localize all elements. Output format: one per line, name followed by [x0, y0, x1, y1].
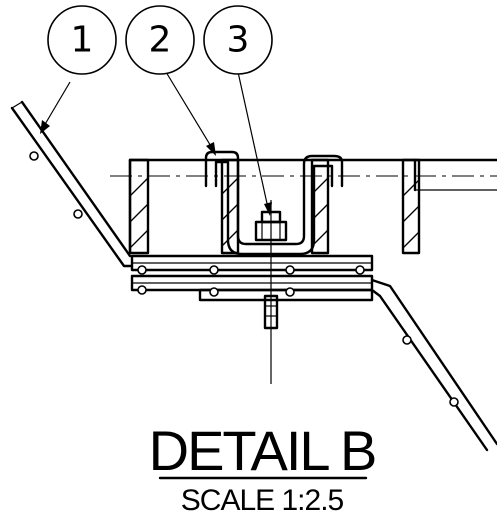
balloon-3: 3 [203, 5, 273, 75]
bolt-assembly [254, 200, 288, 384]
leader-lines [40, 71, 272, 216]
hatched-upright-right [401, 158, 421, 255]
balloon-1-label: 1 [71, 20, 94, 61]
detail-title: DETAIL B [149, 419, 376, 482]
detail-scale: SCALE 1:2.5 [181, 484, 344, 517]
base-plates [130, 254, 374, 302]
sloped-cover-left [10, 100, 134, 268]
balloon-1: 1 [47, 5, 117, 75]
hatched-upright-left [128, 158, 150, 255]
balloon-2-label: 2 [149, 20, 172, 61]
sloped-cover-right [370, 278, 497, 452]
balloon-3-label: 3 [227, 20, 250, 61]
hatched-upright-mid-left [220, 158, 240, 255]
balloon-2: 2 [125, 5, 195, 75]
hat-channel [204, 150, 344, 256]
